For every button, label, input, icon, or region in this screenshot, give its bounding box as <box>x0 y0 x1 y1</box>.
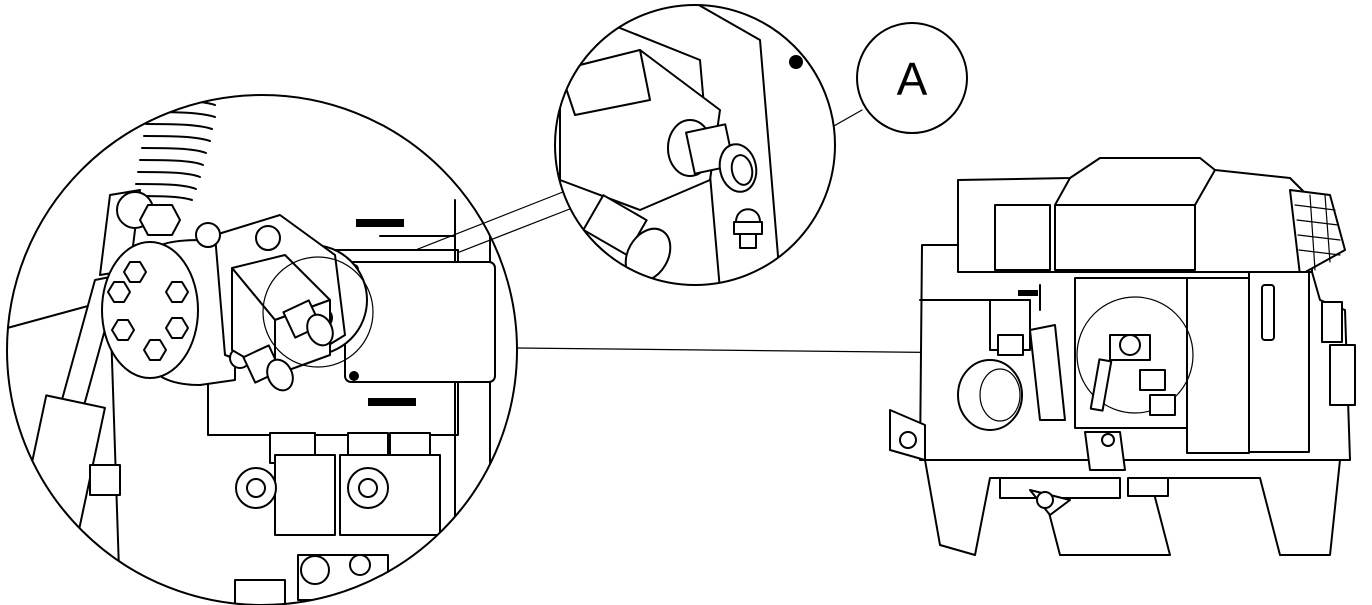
machine-overview-view <box>889 157 1356 556</box>
pump-detail-view <box>6 94 518 605</box>
fitting-closeup-view <box>554 4 836 286</box>
callout-label: A <box>897 53 928 105</box>
spring <box>134 99 216 201</box>
fan-grille <box>1289 189 1346 276</box>
detail-circle-outline <box>6 94 518 605</box>
pump-body <box>101 214 346 392</box>
solenoid-valves <box>89 432 441 605</box>
callout-marker: A <box>856 22 968 134</box>
closeup-circle-outline <box>554 4 836 286</box>
